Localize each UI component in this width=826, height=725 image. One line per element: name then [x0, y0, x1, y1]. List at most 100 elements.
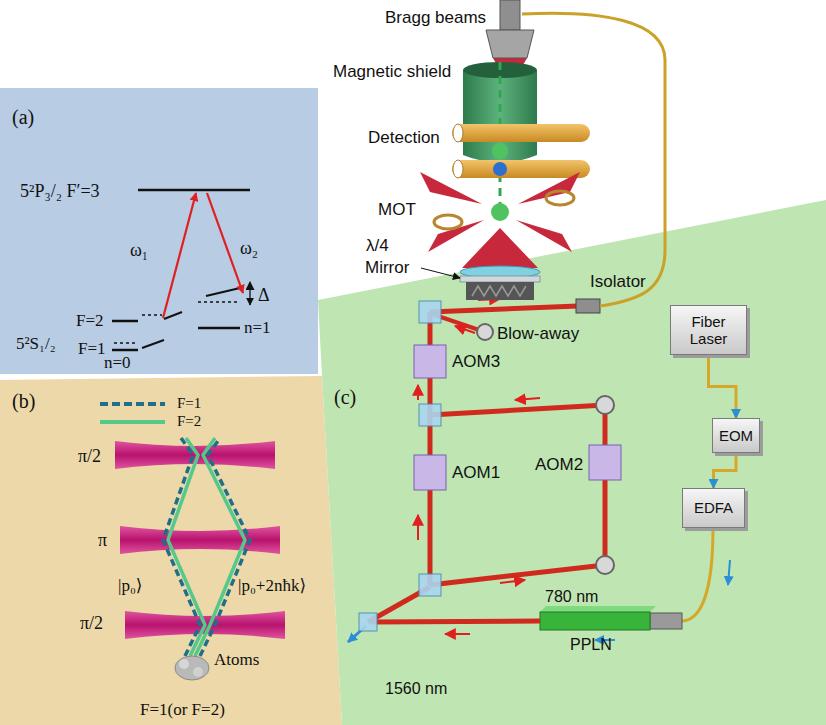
fiber-connector: [714, 453, 737, 488]
drawing-circle: [179, 659, 189, 669]
label-holder: AOM2: [535, 455, 583, 475]
figure-label: AOM1: [452, 463, 500, 482]
drawing-line: [163, 193, 196, 318]
drawing-line: [500, 580, 525, 583]
drawing-line: [142, 340, 164, 348]
drawing-path: [682, 528, 713, 621]
drawing-circle: [491, 203, 509, 221]
drawing-ellipse: [453, 160, 463, 178]
drawing-circle: [493, 162, 507, 176]
figure-label: 5²P₃/₂ F′=3: [20, 181, 100, 201]
label-holder: λ/4: [366, 236, 389, 256]
drawing-rect: [452, 124, 590, 142]
drawing-line: [142, 314, 162, 316]
drawing-line: [455, 326, 475, 333]
drawing-polyline: [163, 438, 200, 656]
drawing-rect: [589, 445, 621, 480]
drawing-line: [206, 288, 240, 296]
figure-label: ω₁: [130, 240, 148, 260]
drawing-circle: [193, 667, 203, 677]
figure-label: n=1: [244, 318, 271, 337]
figure-label: 780 nm: [545, 588, 598, 605]
figure-label: |p₀⟩: [118, 576, 142, 595]
figure-label: π/2: [80, 613, 103, 633]
panel-shape: [0, 88, 318, 374]
panel-label: (b): [12, 390, 35, 412]
label-holder: Isolator: [590, 272, 646, 292]
figure-label: λ/4: [366, 236, 389, 255]
drawing-line: [417, 515, 419, 540]
drawing-rect: [500, 0, 520, 30]
figure-label: F=2: [76, 311, 104, 330]
label-holder: PPLN: [570, 636, 612, 654]
drawing-ellipse: [453, 124, 463, 142]
label-holder: π/2: [78, 446, 101, 467]
figure-label: MOT: [378, 200, 416, 219]
label-holder: Atoms: [214, 650, 259, 670]
panel-label: (a): [12, 106, 34, 128]
label-holder: F=1(or F=2): [140, 700, 225, 720]
drawing-polyline: [200, 438, 250, 656]
drawing-rect: [540, 612, 650, 630]
label-holder: |p₀+2nħk⟩: [238, 576, 306, 596]
drawing-rect: [650, 613, 682, 629]
figure-label: π/2: [78, 446, 101, 466]
drawing-ellipse: [175, 656, 209, 680]
label-holder: 5²P₃/₂ F′=3: [20, 181, 100, 202]
drawing-line: [138, 189, 250, 192]
drawing-line: [421, 268, 460, 278]
panel-shape: [0, 376, 342, 725]
figure-label: Atoms: [214, 650, 259, 669]
drawing-rect: [419, 574, 441, 596]
figure-label: 5²S₁/₂: [16, 334, 56, 353]
device-label: EDFA: [694, 499, 733, 516]
drawing-line: [417, 385, 419, 400]
drawing-line: [430, 565, 605, 585]
label-holder: Blow-away: [497, 324, 579, 344]
drawing-line: [372, 621, 540, 622]
figure-label: AOM3: [452, 352, 500, 371]
label-holder: π/2: [80, 613, 103, 634]
label-holder: ω₁: [130, 240, 148, 261]
drawing-polygon: [540, 606, 656, 612]
figure-label: Detection: [368, 128, 440, 147]
drawing-line: [603, 405, 608, 565]
drawing-ellipse: [434, 215, 462, 229]
drawing-line: [515, 398, 540, 400]
amplifier-box: EDFA: [682, 488, 745, 528]
label-holder: |p₀⟩: [118, 576, 142, 596]
drawing-rect: [419, 404, 441, 426]
label-holder: Mirror: [365, 258, 409, 278]
vacuum-apparatus: [420, 0, 590, 300]
modulator-box: EOM: [712, 418, 760, 453]
drawing-polygon: [486, 30, 534, 58]
legend-holder: F=2: [177, 412, 201, 430]
drawing-line: [430, 306, 578, 312]
drawing-circle: [492, 143, 508, 159]
label-holder: 780 nm: [545, 588, 598, 606]
figure-label: AOM2: [535, 455, 583, 474]
drawing-line: [430, 405, 605, 415]
panel-shape: [318, 200, 826, 725]
drawing-line: [112, 320, 138, 323]
drawing-line: [198, 327, 240, 330]
figure-label: Isolator: [590, 272, 646, 291]
legend-holder: F=1: [177, 394, 201, 412]
figure-label: PPLN: [570, 636, 612, 653]
drawing-line: [112, 349, 138, 352]
label-holder: π: [98, 530, 107, 551]
label-holder: n=0: [104, 353, 131, 373]
label-holder: n=1: [244, 318, 271, 338]
drawing-line: [249, 289, 250, 305]
drawing-line: [728, 560, 730, 585]
legend-label: F=1: [177, 395, 201, 411]
energy-levels: [112, 190, 250, 350]
figure-label: 1560 nm: [385, 680, 447, 697]
label-holder: F=2: [76, 311, 104, 331]
label-holder: Magnetic shield: [333, 62, 451, 82]
fiber-connector: [709, 355, 737, 418]
drawing-rect: [466, 282, 534, 300]
drawing-line: [198, 301, 238, 303]
drawing-polygon: [420, 172, 482, 204]
